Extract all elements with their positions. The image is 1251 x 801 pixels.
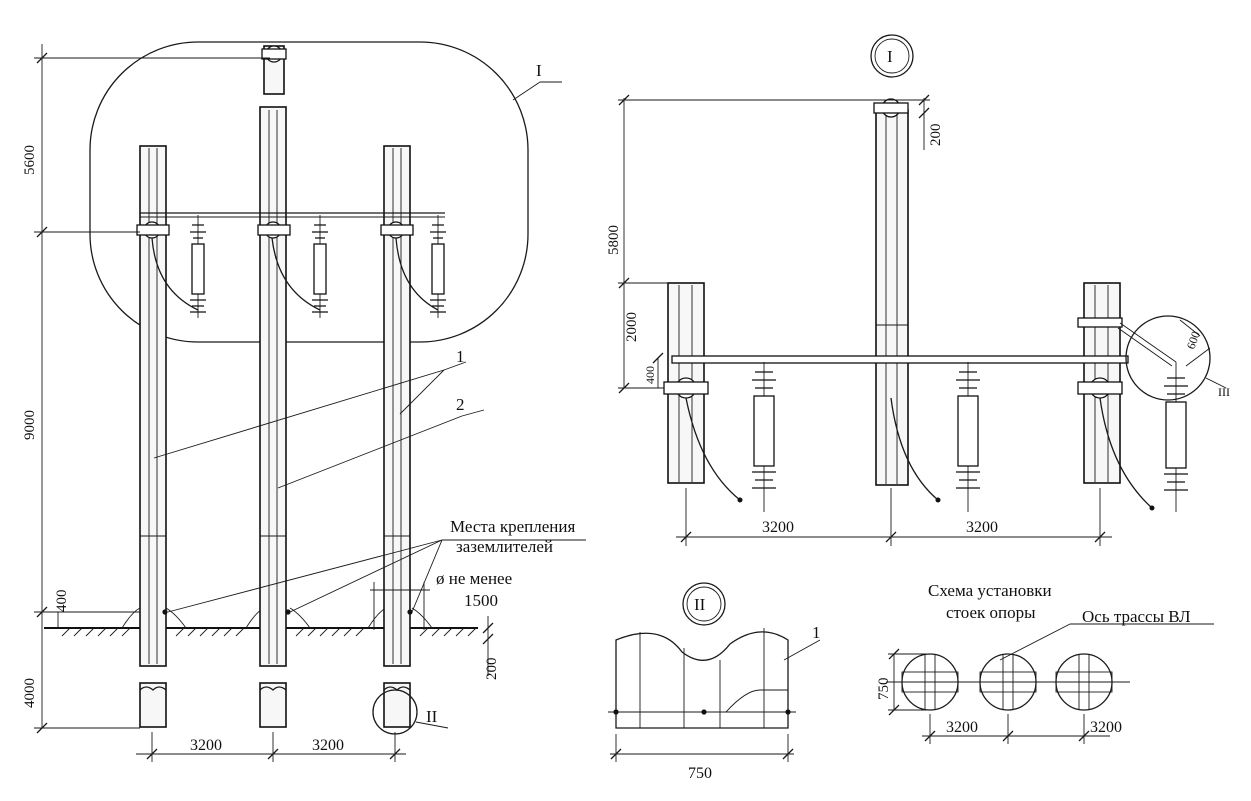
detail-i-title-circle	[870, 34, 914, 78]
dim-3200-detail-b: 3200	[966, 519, 998, 536]
svg-text:200: 200	[484, 658, 500, 681]
dim-3200-left-b: 3200	[312, 737, 344, 754]
dim-400-detail: 400	[643, 366, 657, 384]
annotation-line-1: Места крепления	[450, 517, 575, 536]
right-pole: II	[372, 145, 449, 735]
detail-i-crossbar	[671, 355, 1129, 364]
grounding-point	[162, 609, 168, 615]
dim-3200-scheme-b: 3200	[1090, 719, 1122, 736]
left-elevation-view: I	[22, 41, 586, 762]
detail-ii-callout-1: 1	[812, 623, 821, 642]
detail-ii-view: II 1 750	[608, 582, 821, 782]
dim-200-top: 200	[928, 124, 944, 147]
grounding-point	[285, 609, 291, 615]
detail-i-fuse-3	[1099, 362, 1188, 512]
callout-leaders: 1 2	[153, 347, 586, 613]
dim-5600: 5600	[22, 145, 38, 175]
detail-ii-title: II	[694, 595, 706, 614]
dim-5800: 5800	[606, 225, 622, 255]
dim-1500: 1500	[464, 591, 498, 610]
pole-cross-section	[615, 631, 789, 729]
bottom-dimensions: 3200 3200	[136, 732, 406, 762]
dim-2000: 2000	[624, 312, 640, 342]
scheme-title-2: стоек опоры	[946, 603, 1036, 622]
detail-i-outline	[89, 41, 529, 343]
pole-footing-2	[979, 653, 1037, 711]
callout-1: 1	[456, 347, 465, 366]
middle-pole	[257, 45, 291, 728]
detail-i-fuse-1	[685, 362, 776, 512]
detail-i-fuse-2	[890, 362, 980, 512]
scheme-title-1: Схема установки	[928, 581, 1052, 600]
left-fuse-2	[271, 215, 328, 318]
dim-9000: 9000	[22, 410, 38, 440]
dim-200-ground: 200	[482, 616, 500, 681]
detail-i-view: I	[606, 34, 1230, 546]
callout-2: 2	[456, 395, 465, 414]
detail-iii-outline	[1125, 315, 1211, 401]
detail-i-horizontal-dims: 3200 3200	[676, 488, 1112, 546]
detail-i-callout: I	[536, 61, 542, 80]
dim-600: 600	[1184, 329, 1203, 351]
detail-i-leader	[512, 81, 541, 101]
dim-4000: 4000	[22, 678, 38, 708]
route-axis-label: Ось трассы ВЛ	[1082, 607, 1191, 626]
vertical-dimension-chain: 5600 9000 400 4000	[22, 44, 270, 734]
dim-diameter-1500: 1500	[370, 582, 498, 630]
annotation-line-2: заземлителей	[456, 537, 553, 556]
dim-750-detail-ii: 750	[688, 765, 712, 782]
annotation-line-3: ø не менее	[436, 569, 512, 588]
left-pole	[136, 145, 170, 728]
detail-i-title: I	[887, 47, 893, 66]
detail-iii-callout: III	[1218, 385, 1230, 399]
detail-i-vertical-dims: 5800 2000 400 200	[606, 94, 944, 394]
grounding-point	[407, 609, 413, 615]
detail-ii-callout: II	[426, 707, 438, 726]
detail-i-right-pole	[1077, 282, 1123, 484]
dim-3200-scheme-a: 3200	[946, 719, 978, 736]
left-fuse-3	[395, 215, 446, 318]
dim-400-left: 400	[54, 590, 70, 613]
dim-3200-detail-a: 3200	[762, 519, 794, 536]
detail-ii-title-circle	[682, 582, 726, 626]
dim-3200-left-a: 3200	[190, 737, 222, 754]
left-fuse-1	[151, 215, 206, 318]
pole-footing-3	[1055, 653, 1113, 711]
installation-scheme: Схема установки стоек опоры Ось трассы В…	[876, 581, 1214, 744]
dim-750-scheme: 750	[876, 678, 892, 701]
detail-i-center-pole	[873, 98, 909, 486]
detail-i-left-pole	[663, 282, 709, 484]
